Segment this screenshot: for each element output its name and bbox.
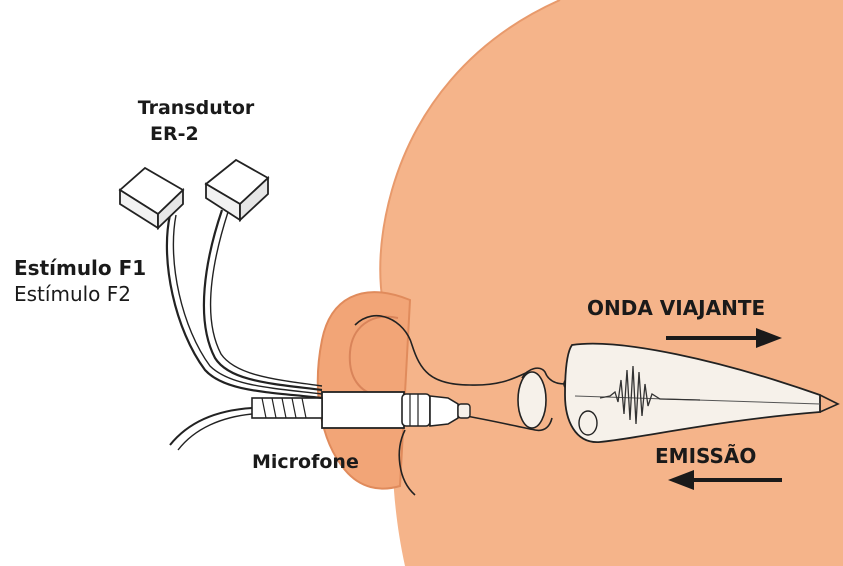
probe-body xyxy=(322,392,404,428)
probe-collar xyxy=(402,394,430,426)
round-window xyxy=(579,411,597,435)
eardrum xyxy=(518,372,546,428)
cable-mic xyxy=(170,408,252,445)
cable-f1-inner xyxy=(173,215,322,394)
cable-f2 xyxy=(204,210,322,390)
cable-mic-inner xyxy=(178,414,252,450)
microphone-label: Microfone xyxy=(252,453,359,472)
transducer-box-1 xyxy=(120,168,183,228)
probe-nozzle xyxy=(458,404,470,418)
transducer-label: Transdutor xyxy=(131,99,261,118)
emission-label: EMISSÃO xyxy=(655,446,756,466)
transducer-model-label: ER-2 xyxy=(150,125,199,144)
stimulus-f1-label: Estímulo F1 xyxy=(14,258,146,278)
transducer-box-2 xyxy=(206,160,268,220)
stimulus-f2-label: Estímulo F2 xyxy=(14,284,131,304)
cable-f2-inner xyxy=(211,212,322,386)
traveling-wave-label: ONDA VIAJANTE xyxy=(587,298,765,318)
